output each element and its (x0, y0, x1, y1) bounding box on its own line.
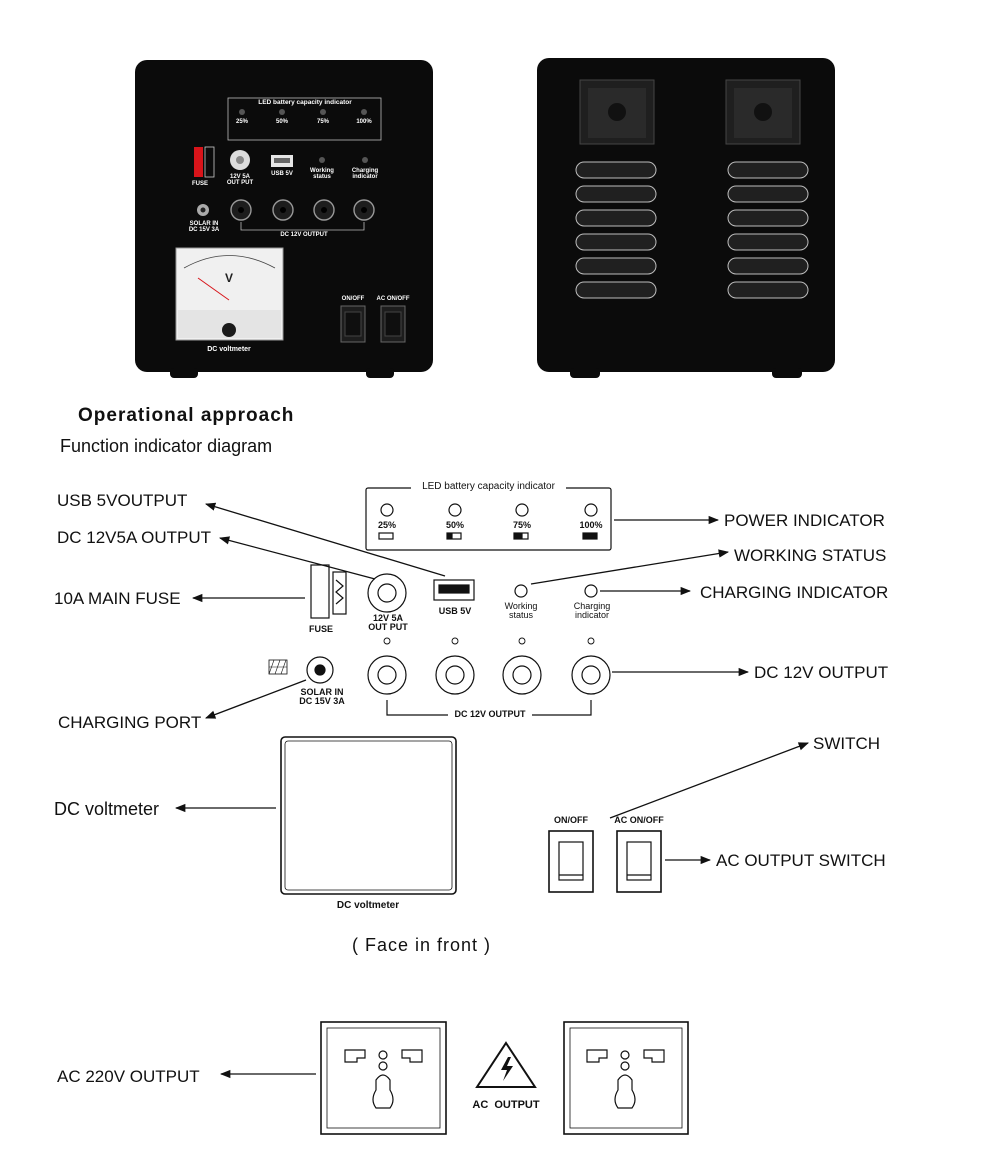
photo-dc12-label: DC 12V OUTPUT (280, 232, 328, 238)
photo-led-100: 100% (356, 119, 372, 125)
working-status-label: Working status (504, 601, 538, 621)
back-panel-photo (537, 58, 835, 378)
usb-label: USB 5V (438, 606, 472, 616)
photo-working-label: Working status (310, 168, 334, 181)
page-title: Operational approach (78, 405, 295, 426)
led-level-75: 75% (512, 520, 531, 530)
callout-ac-output-switch: AC OUTPUT SWITCH (716, 851, 886, 870)
photo-charging-label: Charging indicator (351, 168, 379, 181)
voltmeter-caption: DC voltmeter (336, 900, 400, 911)
ac-onoff-label: AC ON/OFF (614, 815, 664, 825)
photo-meter-label: DC voltmeter (207, 346, 251, 353)
led-level-50: 50% (445, 520, 464, 530)
photo-12v5a-label: 12V 5A OUT PUT (226, 174, 254, 187)
callout-main-fuse: 10A MAIN FUSE (54, 589, 181, 608)
photo-meter-symbol: V (224, 271, 233, 285)
charging-indicator-label: Charging indicator (573, 601, 611, 621)
photo-usb-label: USB 5V (271, 171, 293, 177)
photo-fuse-label: FUSE (191, 181, 208, 187)
callout-dc-12v-output: DC 12V OUTPUT (754, 663, 889, 682)
photo-onoff-label: ON/OFF (341, 296, 365, 302)
callout-working-status: WORKING STATUS (734, 546, 887, 565)
led-indicator-title: LED battery capacity indicator (411, 481, 566, 493)
photo-led-title: LED battery capacity indicator (258, 99, 352, 106)
front-panel-photo (135, 60, 433, 378)
dc-12v5a-label: 12V 5A OUT PUT (368, 613, 408, 633)
callout-power-indicator: POWER INDICATOR (724, 511, 885, 530)
led-level-25: 25% (377, 520, 396, 530)
photo-led-25: 25% (235, 119, 248, 125)
callout-usb-output: USB 5VOUTPUT (57, 491, 188, 510)
callout-ac-220v-output: AC 220V OUTPUT (57, 1067, 200, 1086)
front-panel-diagram (268, 487, 689, 1135)
photo-solar-label: SOLAR IN DC 15V 3A (188, 221, 220, 234)
ac-output-label: AC OUTPUT (472, 1099, 540, 1111)
callout-arrows (174, 502, 809, 1079)
photo-ac-onoff-label: AC ON/OFF (376, 296, 410, 302)
photo-led-50: 50% (275, 119, 288, 125)
face-caption: ( Face in front ) (352, 935, 492, 955)
callout-dc-12v5a-output: DC 12V5A OUTPUT (57, 528, 211, 547)
page-subtitle: Function indicator diagram (60, 436, 273, 456)
callout-switch: SWITCH (813, 734, 881, 753)
onoff-label: ON/OFF (554, 815, 588, 825)
callout-charging-indicator: CHARGING INDICATOR (700, 583, 889, 602)
callout-dc-voltmeter: DC voltmeter (54, 799, 160, 819)
led-level-100: 100% (579, 520, 603, 530)
callout-charging-port: CHARGING PORT (58, 713, 202, 732)
fuse-label: FUSE (308, 624, 333, 634)
dc-12v-bracket-label: DC 12V OUTPUT (454, 709, 526, 719)
solar-in-label: SOLAR IN DC 15V 3A (299, 687, 345, 707)
photo-led-75: 75% (316, 119, 329, 125)
